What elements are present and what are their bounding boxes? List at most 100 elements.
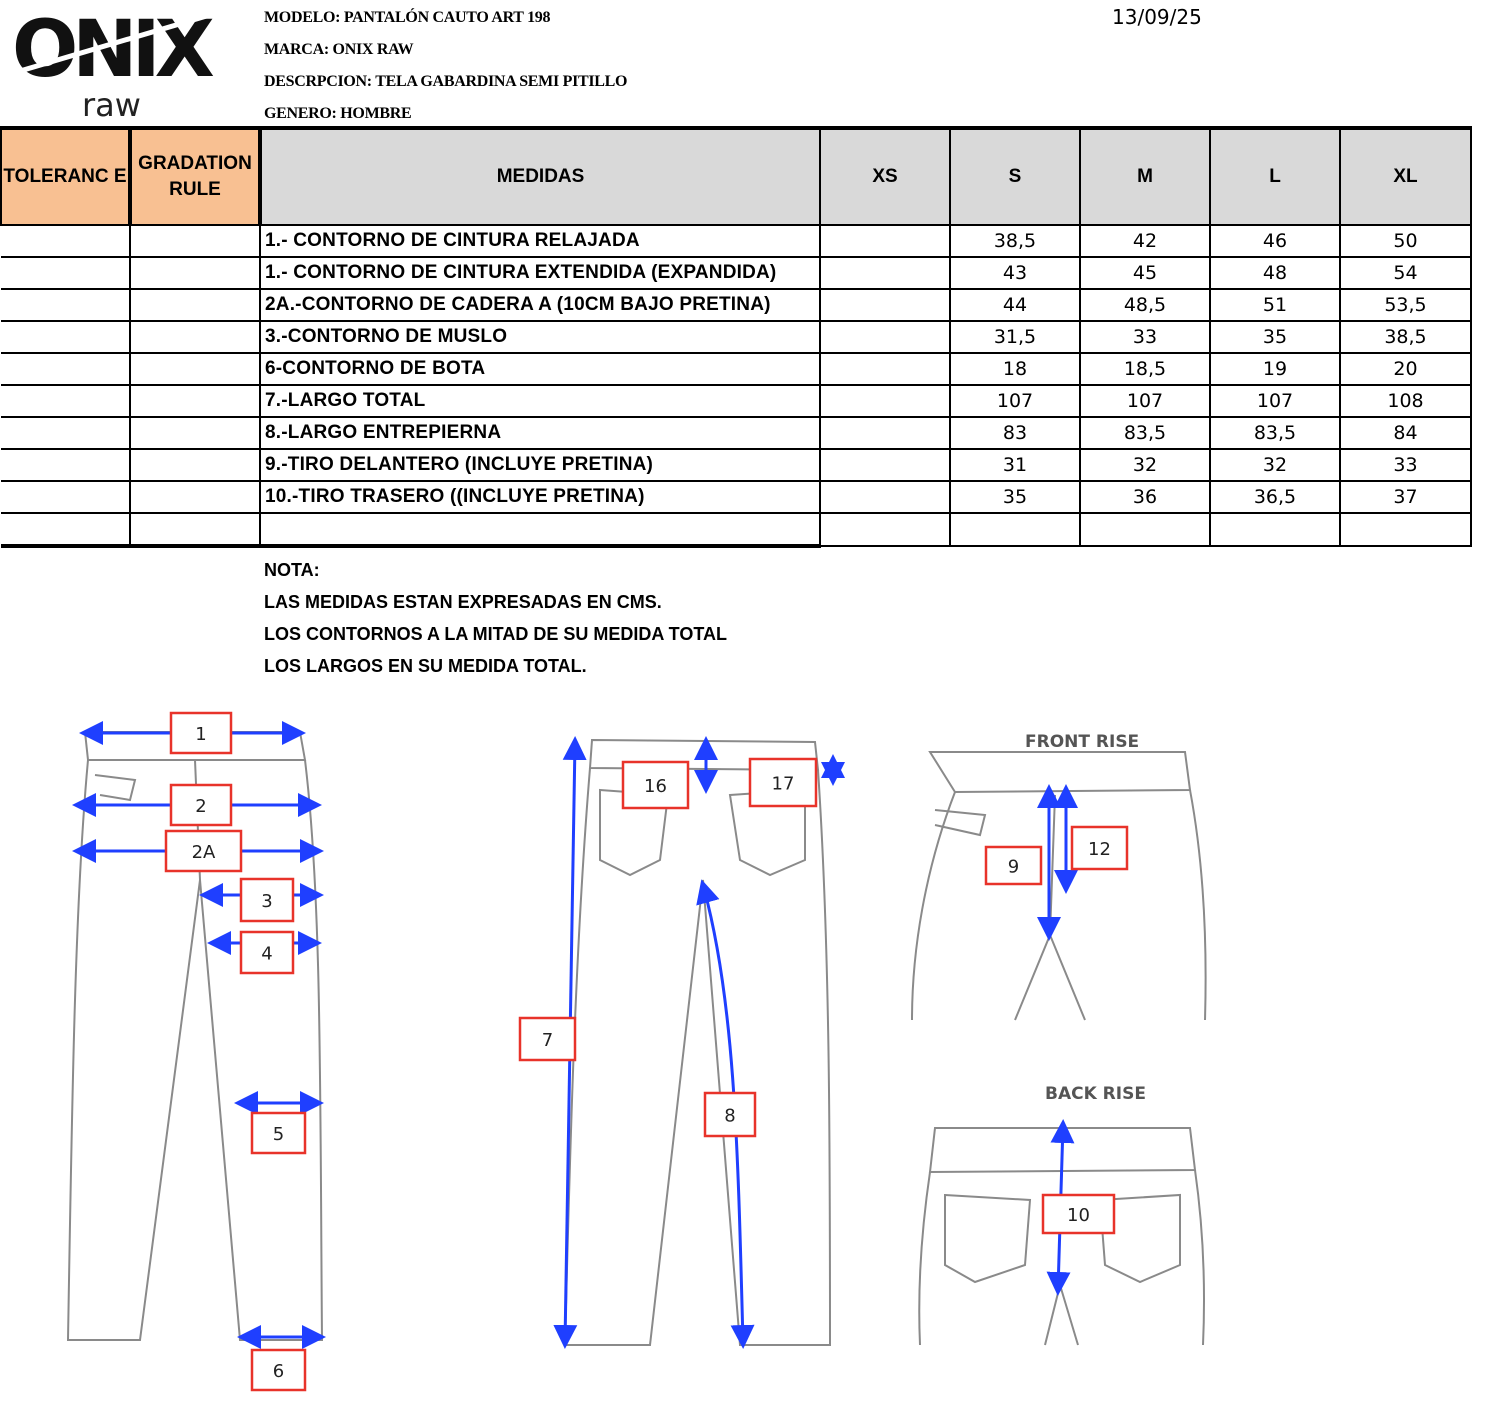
cell-xl: 37 [1339,480,1472,514]
callout-box [748,757,818,808]
logo-brand-text: ONIX [12,5,214,95]
callout-box [169,783,233,827]
cell-m: 48,5 [1079,288,1211,322]
callout-box [1070,825,1129,871]
callout-label: 12 [1088,839,1111,860]
cell-xl: 108 [1339,384,1472,418]
callout-2: 2 [169,783,233,827]
front-rise-title: FRONT RISE [1025,732,1139,752]
cell-xl: 53,5 [1339,288,1472,322]
cell-tolerance [1,448,131,482]
descripcion-label: DESCRPCION: TELA GABARDINA SEMI PITILLO [264,73,628,90]
cell-gradation [129,352,261,386]
cell-l: 46 [1209,224,1341,258]
callout-box [703,1091,757,1138]
cell-l: 83,5 [1209,416,1341,450]
arrow-8 [696,879,755,1349]
callout-label: 2 [195,796,206,817]
cell-m: 107 [1079,384,1211,418]
callout-5: 5 [250,1111,307,1155]
callout-3: 3 [239,877,295,923]
cell-measure-label: 8.-LARGO ENTREPIERNA [259,416,821,450]
cell-gradation [129,288,261,322]
cell-empty [259,512,821,548]
cell-xl: 33 [1339,448,1472,482]
cell-s: 38,5 [949,224,1081,258]
onix-raw-logo: ONIX raw [10,5,220,124]
cell-tolerance [1,480,131,514]
cell-xs [819,480,951,514]
callout-label: 4 [261,944,272,965]
callout-label: 1 [195,724,206,745]
header-gradation-rule: GRADATION RULE [129,126,262,226]
notes-line: LAS MEDIDAS ESTAN EXPRESADAS EN CMS. [264,592,662,612]
cell-measure-label: 1.- CONTORNO DE CINTURA RELAJADA [259,224,821,258]
cell-s: 18 [949,352,1081,386]
callout-box [239,877,295,923]
cell-m: 36 [1079,480,1211,514]
callout-9: 9 [984,845,1043,886]
cell-s: 44 [949,288,1081,322]
callout-17: 17 [748,757,818,808]
notes-section: NOTA: LAS MEDIDAS ESTAN EXPRESADAS EN CM… [264,554,727,682]
cell-xl: 84 [1339,416,1472,450]
cell-measure-label: 7.-LARGO TOTAL [259,384,821,418]
cell-tolerance [1,320,131,354]
cell-m: 83,5 [1079,416,1211,450]
table-row: 2A.-CONTORNO DE CADERA A (10CM BAJO PRET… [1,288,1472,322]
cell-tolerance [1,288,131,322]
cell-l: 36,5 [1209,480,1341,514]
table-row-empty [1,512,1472,548]
cell-tolerance [1,416,131,450]
cell-empty [819,512,951,547]
cell-measure-label: 6-CONTORNO DE BOTA [259,352,821,386]
callout-label: 5 [273,1124,284,1145]
cell-s: 31 [949,448,1081,482]
back-rise-title: BACK RISE [1045,1084,1146,1104]
cell-tolerance [1,256,131,290]
cell-xs [819,224,951,258]
callout-7: 7 [518,1016,577,1062]
cell-xs [819,320,951,354]
notes-title: NOTA: [264,560,320,580]
cell-s: 35 [949,480,1081,514]
cell-s: 43 [949,256,1081,290]
cell-l: 51 [1209,288,1341,322]
cell-l: 107 [1209,384,1341,418]
callout-box [518,1016,577,1062]
cell-empty [1209,512,1341,547]
cell-gradation [129,224,261,258]
measurement-table: TOLERANC E GRADATION RULE MEDIDAS XS S M… [0,126,1472,548]
callout-10: 10 [1041,1193,1116,1235]
cell-gradation [129,256,261,290]
header-medidas: MEDIDAS [259,126,821,226]
cell-xl: 20 [1339,352,1472,386]
cell-measure-label: 9.-TIRO DELANTERO (INCLUYE PRETINA) [259,448,821,482]
callout-label: 8 [724,1106,735,1127]
modelo-label: MODELO: PANTALÓN CAUTO ART 198 [264,9,551,26]
cell-xl: 38,5 [1339,320,1472,354]
callout-8: 8 [703,1091,757,1138]
cell-gradation [129,448,261,482]
cell-xs [819,352,951,386]
callout-2a: 2A [164,829,243,873]
callout-box [169,711,233,755]
table-row: 1.- CONTORNO DE CINTURA EXTENDIDA (EXPAN… [1,256,1472,290]
header-xl: XL [1339,126,1472,226]
callout-box [621,760,690,810]
cell-xs [819,416,951,450]
callout-box [250,1111,307,1155]
callout-box [984,845,1043,886]
date-label: 13/09/25 [1112,5,1202,29]
callout-label: 17 [772,774,795,795]
cell-empty [1,512,131,548]
cell-tolerance [1,352,131,386]
cell-gradation [129,320,261,354]
cell-xs [819,384,951,418]
cell-s: 107 [949,384,1081,418]
